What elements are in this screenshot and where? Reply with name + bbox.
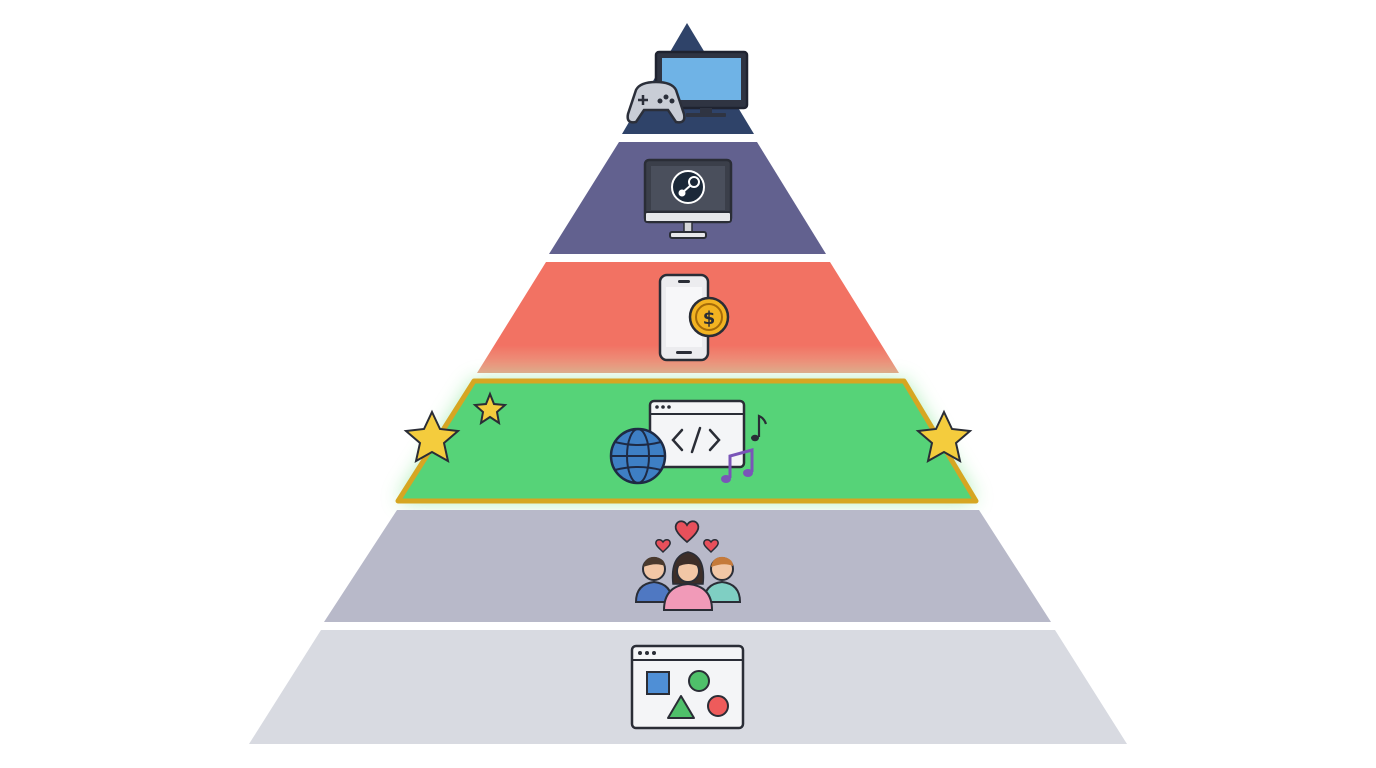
tier-browser-basics [249, 630, 1127, 744]
tier-console-gaming [622, 23, 754, 134]
svg-text:$: $ [703, 308, 716, 329]
star-icon [403, 409, 461, 463]
tier-community [324, 510, 1051, 622]
people-with-hearts-icon [634, 520, 742, 611]
monitor-with-steam-logo-icon [643, 158, 733, 239]
tier-pc-gaming [549, 142, 826, 254]
browser-code-globe-music-icon [609, 399, 768, 485]
smartphone-with-coin-icon: $ [658, 273, 730, 362]
star-icon [472, 391, 508, 426]
browser-with-shapes-icon [630, 644, 745, 730]
tier-mobile-gaming: $ [477, 262, 899, 373]
console-tv-and-gamepad-icon [626, 50, 749, 124]
tier-web-gaming [395, 378, 979, 504]
star-icon [915, 409, 973, 463]
